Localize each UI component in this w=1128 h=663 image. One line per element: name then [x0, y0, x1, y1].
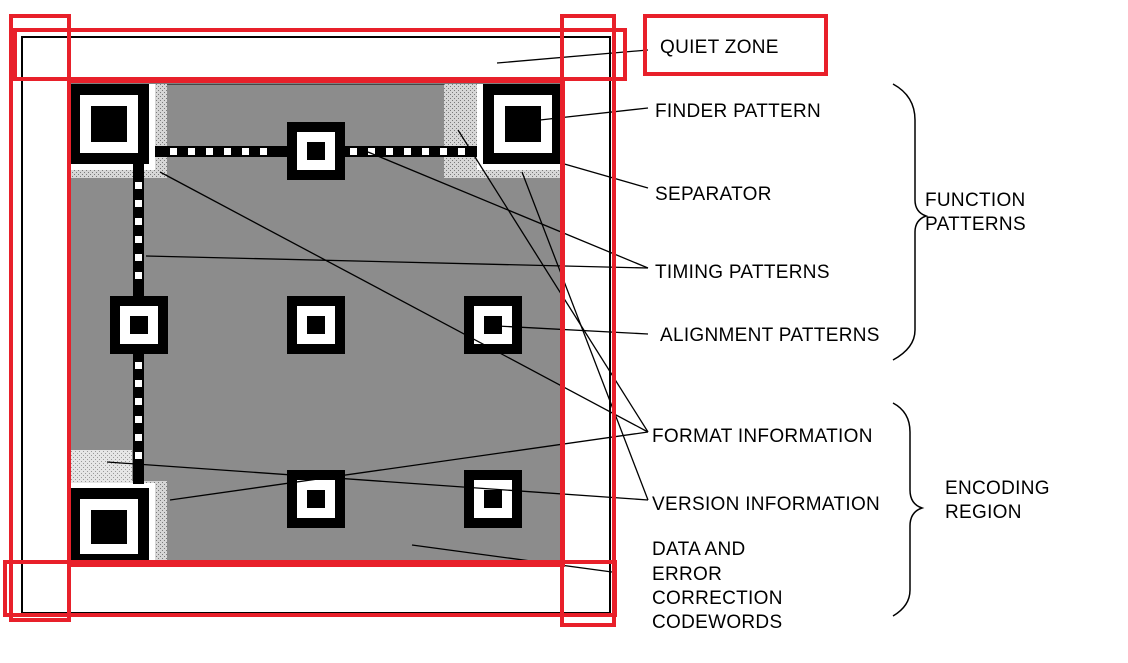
- finder-pattern-top-right: [477, 84, 563, 170]
- alignment-pattern-middle-right: [464, 296, 522, 354]
- label-quiet-zone: QUIET ZONE: [660, 37, 779, 58]
- label-alignment-patterns: ALIGNMENT PATTERNS: [660, 325, 880, 346]
- group-function-line-1: FUNCTION: [925, 190, 1026, 211]
- alignment-pattern-top-center: [287, 122, 345, 180]
- version-info-bottom-left: [69, 450, 132, 483]
- group-encoding-line-1: ENCODING: [945, 478, 1050, 499]
- label-timing-patterns: TIMING PATTERNS: [655, 262, 830, 283]
- alignment-pattern-bottom-right: [464, 470, 522, 528]
- alignment-pattern-center: [287, 296, 345, 354]
- brace-encoding-icon: [892, 402, 925, 617]
- alignment-pattern-bottom-center: [287, 470, 345, 528]
- group-encoding-line-2: REGION: [945, 502, 1022, 523]
- label-format-information: FORMAT INFORMATION: [652, 426, 873, 447]
- brace-function-icon: [892, 83, 929, 361]
- label-version-information: VERSION INFORMATION: [652, 494, 880, 515]
- group-function-line-2: PATTERNS: [925, 214, 1026, 235]
- label-data-line-1: DATA AND: [652, 539, 746, 560]
- highlight-boxes: [3, 14, 828, 627]
- label-data-line-3: CORRECTION: [652, 588, 783, 609]
- finder-pattern-bottom-left: [69, 483, 155, 565]
- alignment-pattern-middle-left: [110, 296, 168, 354]
- finder-pattern-top-left: [69, 84, 155, 170]
- label-separator: SEPARATOR: [655, 184, 772, 205]
- label-data-line-4: CODEWORDS: [652, 612, 782, 633]
- label-finder-pattern: FINDER PATTERN: [655, 101, 821, 122]
- leader-lines: [106, 49, 649, 573]
- label-data-line-2: ERROR: [652, 564, 722, 585]
